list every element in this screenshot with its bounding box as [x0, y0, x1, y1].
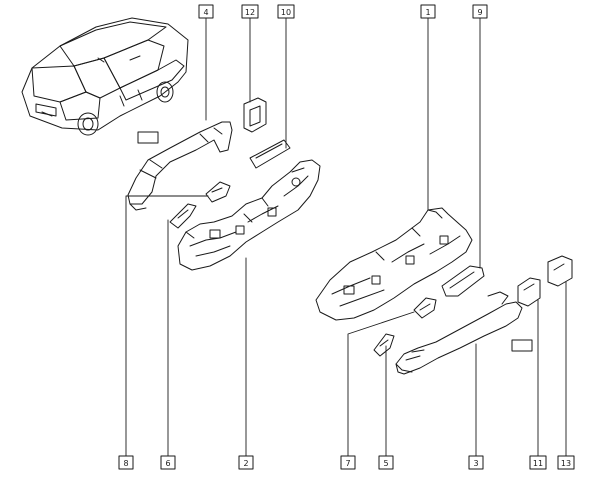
callout-2: 2 — [238, 455, 254, 470]
callout-4: 4 — [198, 4, 214, 19]
svg-text:5: 5 — [383, 459, 388, 468]
part-10-gasket — [249, 139, 291, 169]
part-2-bracket — [177, 159, 321, 271]
reference-label-box — [137, 131, 159, 144]
callout-12: 12 — [241, 4, 259, 19]
callout-1: 1 — [420, 4, 436, 19]
part-11-cap — [517, 277, 541, 307]
part-13-cap — [547, 255, 573, 287]
svg-text:11: 11 — [533, 459, 543, 468]
part-5-gasket — [373, 333, 395, 357]
callout-9: 9 — [472, 4, 488, 19]
svg-text:13: 13 — [561, 459, 571, 468]
callout-13: 13 — [557, 455, 575, 470]
svg-text:1: 1 — [425, 8, 430, 17]
svg-text:2: 2 — [243, 459, 248, 468]
callout-11: 11 — [529, 455, 547, 470]
part-3-outer-handle — [395, 291, 523, 375]
svg-text:7: 7 — [345, 459, 350, 468]
svg-text:3: 3 — [473, 459, 478, 468]
reference-label-box — [511, 339, 533, 352]
callout-10: 10 — [277, 4, 295, 19]
part-12-cap — [243, 97, 267, 133]
svg-text:10: 10 — [281, 8, 291, 17]
part-6-gasket — [169, 203, 197, 229]
part-1-bracket — [315, 207, 473, 321]
part-8-seal — [205, 181, 231, 203]
part-9-gasket — [441, 265, 485, 297]
leader-lines — [125, 17, 567, 457]
svg-text:6: 6 — [165, 459, 170, 468]
part-7-seal — [413, 297, 437, 319]
svg-text:4: 4 — [203, 8, 208, 17]
svg-text:9: 9 — [477, 8, 482, 17]
callout-6: 6 — [160, 455, 176, 470]
callout-5: 5 — [378, 455, 394, 470]
callout-7: 7 — [340, 455, 356, 470]
vehicle-illustration — [21, 17, 189, 136]
svg-text:8: 8 — [123, 459, 128, 468]
svg-text:12: 12 — [245, 8, 255, 17]
callout-3: 3 — [468, 455, 484, 470]
callout-8: 8 — [118, 455, 134, 470]
part-4-outer-handle — [127, 121, 233, 211]
